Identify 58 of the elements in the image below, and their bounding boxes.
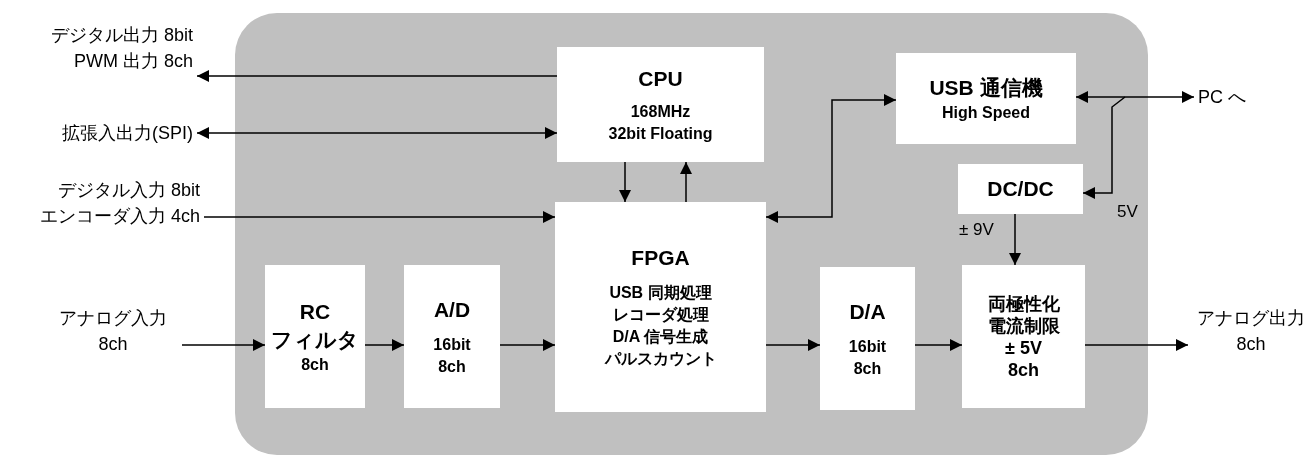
block-title: 両極性化 xyxy=(987,292,1060,315)
block-text: レコーダ処理 xyxy=(612,305,709,325)
block-box xyxy=(820,267,915,410)
block-box xyxy=(962,265,1085,408)
arrow xyxy=(619,161,631,203)
block-text: High Speed xyxy=(942,102,1030,123)
block-text: 32bit Floating xyxy=(608,123,713,144)
block-box xyxy=(958,164,1083,214)
io-label: アナログ入力 xyxy=(58,307,168,330)
block-title: DC/DC xyxy=(987,176,1054,202)
arrow xyxy=(914,339,963,351)
io-label: PWM 出力 8ch xyxy=(73,50,193,73)
arrow xyxy=(765,339,821,351)
io-label: デジタル入力 8bit xyxy=(56,179,200,202)
io-label: 拡張入出力(SPI) xyxy=(61,122,193,145)
block-text: 8ch xyxy=(438,356,466,377)
arrow xyxy=(203,211,556,223)
block-title: D/A xyxy=(849,298,886,325)
arrow xyxy=(499,339,556,351)
io-label: エンコーダ入力 4ch xyxy=(38,205,200,228)
block-text: D/A 信号生成 xyxy=(612,327,709,347)
block-text: 8ch xyxy=(853,358,882,379)
block-box xyxy=(265,265,365,408)
arrow xyxy=(1084,339,1189,351)
block-text: フィルタ xyxy=(271,326,359,353)
io-label: アナログ出力 xyxy=(1196,307,1306,330)
arrow xyxy=(181,339,266,351)
block-text: 16bit xyxy=(433,334,471,355)
block-box xyxy=(557,47,764,162)
block-text: 8ch xyxy=(1008,358,1039,381)
arrow xyxy=(196,70,558,82)
block-text: ± 5V xyxy=(1005,336,1042,359)
block-box xyxy=(555,202,766,412)
arrow xyxy=(680,161,692,203)
block-box xyxy=(896,53,1076,144)
block-box xyxy=(404,265,500,408)
io-label: PC へ xyxy=(1198,86,1247,109)
block-title: USB 通信機 xyxy=(929,74,1043,101)
board-panel xyxy=(235,13,1148,455)
arrow xyxy=(765,94,897,223)
block-text: 8ch xyxy=(301,354,329,375)
arrow xyxy=(1009,213,1021,266)
io-label: デジタル出力 8bit xyxy=(49,24,193,47)
block-title: A/D xyxy=(433,296,471,323)
arrow xyxy=(1075,91,1195,103)
io-label: 8ch xyxy=(1235,333,1267,356)
block-text: 16bit xyxy=(848,336,887,357)
arrow xyxy=(1082,96,1126,199)
block-text: パルスカウント xyxy=(604,349,717,369)
block-title: CPU xyxy=(638,65,683,92)
arrow xyxy=(364,339,405,351)
block-title: FPGA xyxy=(631,245,690,271)
block-text: 168MHz xyxy=(630,101,691,122)
block-text: 電流制限 xyxy=(987,314,1060,337)
arrow xyxy=(196,127,558,139)
block-title: RC xyxy=(299,298,331,325)
block-text: USB 同期処理 xyxy=(609,283,712,303)
io-label: 8ch xyxy=(97,333,129,356)
